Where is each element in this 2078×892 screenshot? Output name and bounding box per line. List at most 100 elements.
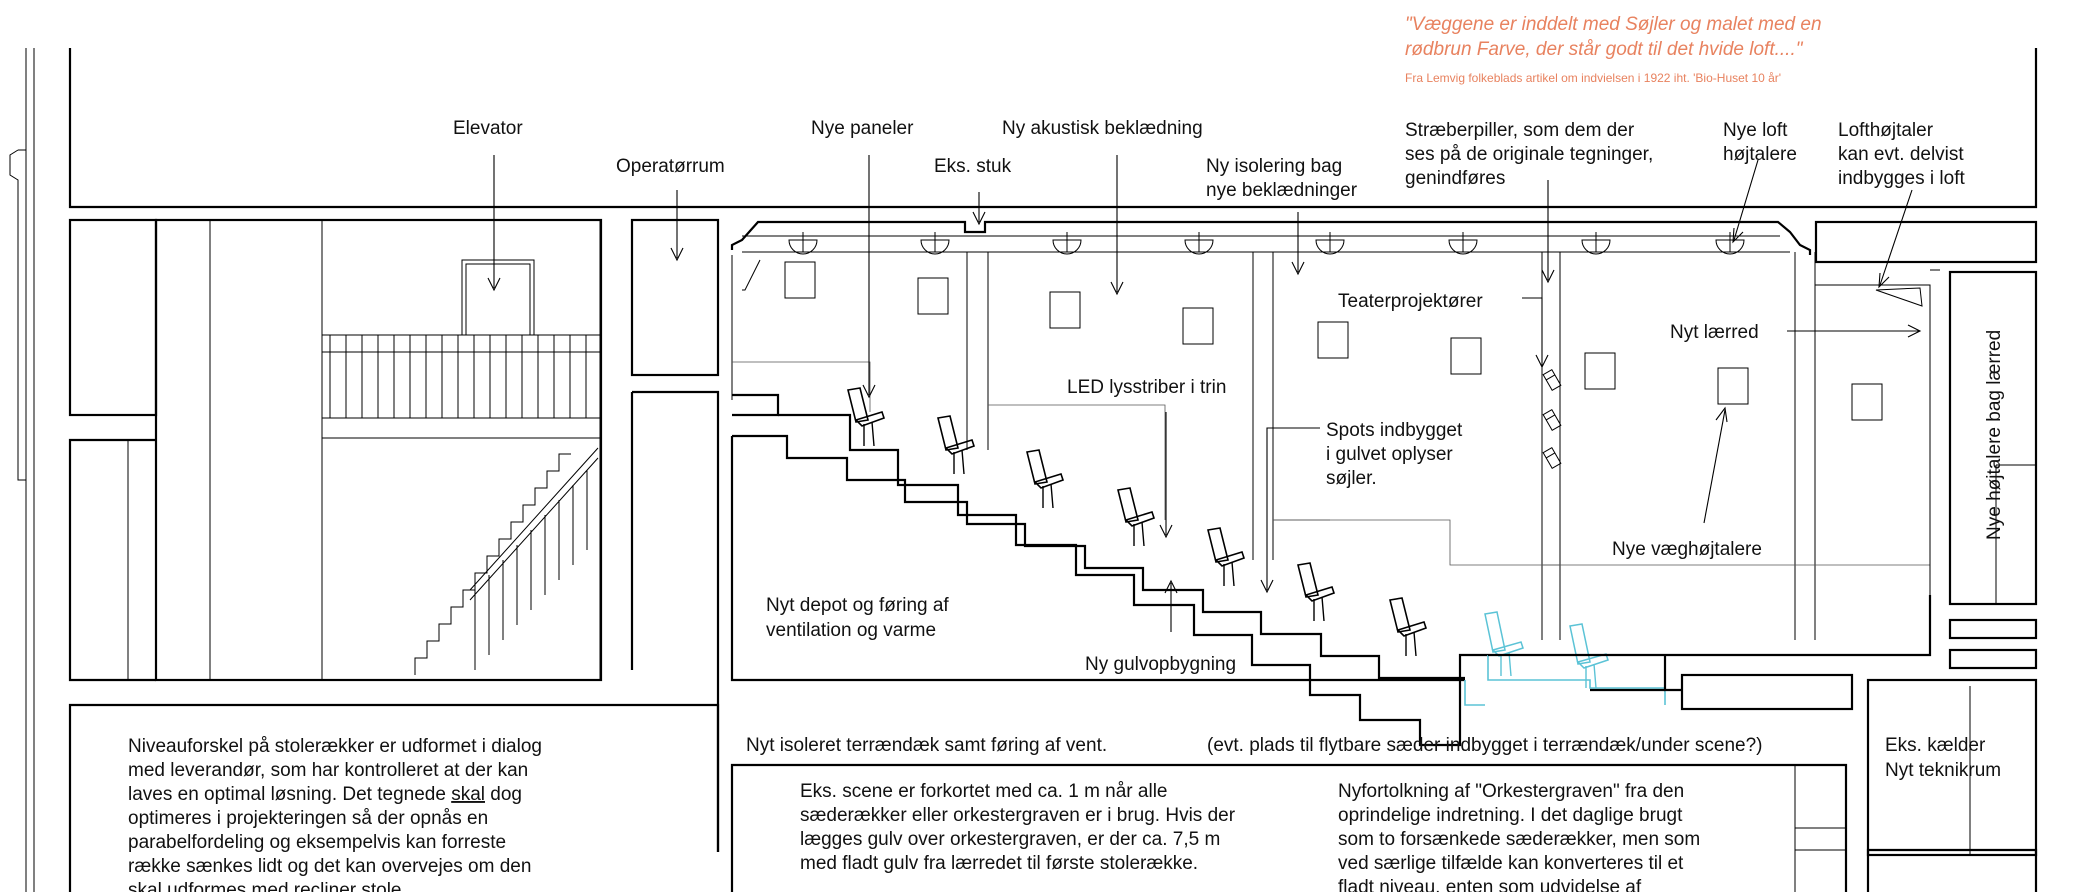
label-straeberpiller-2: ses på de originale tegninger,: [1405, 144, 1653, 165]
wall-panels: [784, 261, 1883, 421]
note-orkester: Nyfortolkning af "Orkestergraven" fra de…: [1338, 781, 1700, 892]
label-spots-3: søjler.: [1326, 468, 1377, 489]
spot-body: [1542, 369, 1562, 391]
label-straeberpiller-1: Stræberpiller, som dem der: [1405, 120, 1635, 141]
wall-panel: [1851, 383, 1883, 421]
auditorium-ceiling: [730, 220, 1812, 400]
stair-handrail: [469, 457, 599, 601]
ceiling-speaker: [788, 239, 818, 255]
seat-back: [1389, 597, 1411, 633]
seat-cushion: [1033, 473, 1065, 489]
wall-panel: [1717, 367, 1749, 405]
spot-line: [1545, 452, 1556, 459]
label-ny-isolering-2: nye beklædninger: [1206, 180, 1358, 201]
seat: [1117, 487, 1156, 547]
seat-legs: [863, 421, 875, 447]
label-gulvopbygning: Ny gulvopbygning: [1085, 654, 1236, 675]
ceiling-speaker: [1315, 239, 1345, 255]
wall-panel: [784, 261, 816, 299]
note-niveau-text: laves en optimal løsning. Det tegnede: [128, 784, 451, 805]
staircase: [414, 447, 599, 675]
note-niveau-line: med leverandør, som har kontrolleret at …: [128, 760, 528, 781]
label-lofthojtaler-1: Lofthøjtaler: [1838, 120, 1934, 141]
ceiling-speaker: [1715, 239, 1745, 255]
label-spots-1: Spots indbygget: [1326, 420, 1463, 441]
annotation-arrows: [487, 155, 1922, 632]
column-spot: [1542, 447, 1562, 469]
spot-body: [1542, 409, 1562, 431]
label-elevator: Elevator: [453, 118, 523, 139]
seat-legs: [1405, 631, 1417, 657]
label-nye-vaeghojtalere: Nye væghøjtalere: [1612, 539, 1762, 560]
note-scene-line: Eks. scene er forkortet med ca. 1 m når …: [800, 781, 1168, 802]
note-orkester-line: fladt niveau, enten som udvidelse af: [1338, 877, 1642, 892]
seat-legs: [953, 449, 965, 475]
stair-steps: [414, 453, 571, 675]
seat-back: [937, 415, 959, 451]
note-niveau-line: Niveauforskel på stolerækker er udformet…: [128, 736, 542, 757]
note-scene: Eks. scene er forkortet med ca. 1 m når …: [800, 781, 1236, 874]
wall-panel: [1450, 337, 1482, 375]
quote-line-2: rødbrun Farve, der står godt til det hvi…: [1405, 39, 1804, 60]
seat: [1207, 527, 1246, 587]
seat-legs: [1042, 483, 1054, 509]
wall-panel: [1317, 321, 1349, 359]
lower-boxes: [68, 703, 1848, 892]
seat-back: [1026, 449, 1048, 485]
label-eks-kaelder-2: Nyt teknikrum: [1885, 760, 2001, 781]
label-nye-hojtalere-bag: Nye højtalere bag lærred: [1984, 330, 2005, 540]
seat-cushion: [1304, 586, 1336, 602]
seat: [847, 387, 886, 447]
seat: [1389, 597, 1428, 657]
column-spotlights: [1542, 369, 1562, 469]
pit-seat-legs: [1585, 663, 1597, 689]
wall-panel: [1182, 307, 1214, 345]
seat: [1297, 562, 1336, 622]
note-niveau-line: laves en optimal løsning. Det tegnede sk…: [128, 784, 522, 805]
label-evt-plads: (evt. plads til flytbare sæder indbygget…: [1207, 735, 1763, 756]
label-lofthojtaler-3: indbygges i loft: [1838, 168, 1965, 189]
quote-source: Fra Lemvig folkeblads artikel om indviel…: [1405, 71, 1781, 85]
stage: [1488, 595, 1932, 711]
seat-cushion: [854, 411, 886, 427]
label-teaterprojektorer: Teaterprojektører: [1338, 291, 1483, 312]
seat: [937, 415, 976, 475]
note-niveau-line: skal udformes med recliner stole: [128, 880, 402, 892]
seats: [847, 387, 1428, 657]
label-nye-paneler: Nye paneler: [811, 118, 914, 139]
ceiling-speaker: [1581, 239, 1611, 255]
pit-seat: [1484, 611, 1524, 677]
label-operatorrum: Operatørrum: [616, 156, 725, 177]
pit-seat-back: [1569, 623, 1591, 665]
note-orkester-line: oprindelige indretning. I det daglige br…: [1338, 805, 1683, 826]
note-orkester-line: Nyfortolkning af "Orkestergraven" fra de…: [1338, 781, 1684, 802]
stair-handrail: [469, 447, 599, 591]
note-orkester-line: ved særlige tilfælde kan konverteres til…: [1338, 853, 1684, 874]
seat-cushion: [944, 439, 976, 455]
seat-back: [1207, 527, 1229, 563]
railing: [329, 335, 587, 418]
note-niveau-line: optimeres i projekteringen så der opnås …: [128, 808, 488, 829]
label-terraendaek: Nyt isoleret terrændæk samt føring af ve…: [746, 735, 1107, 756]
note-scene-line: sæderækker eller orkestergraven er i bru…: [800, 805, 1236, 826]
upper-floor-outline: [68, 48, 2038, 209]
quote-line-1: "Væggene er inddelt med Søjler og malet …: [1405, 14, 1822, 35]
note-niveau-line: parabelfordeling og eksempelvis kan forr…: [128, 832, 506, 853]
screen-speaker-box: [1814, 220, 2038, 670]
pit-seat: [1569, 623, 1609, 689]
seat-legs: [1133, 521, 1145, 547]
label-spots-2: i gulvet oplyser: [1326, 444, 1453, 465]
label-ny-akustisk: Ny akustisk beklædning: [1002, 118, 1203, 139]
wall-panel: [917, 277, 949, 315]
ceiling-speaker: [1052, 239, 1082, 255]
seat-back: [1117, 487, 1139, 523]
cellar: [1866, 678, 2038, 892]
spot-body: [1542, 447, 1562, 469]
ceiling-speakers: [788, 232, 1745, 255]
ceiling-speaker: [1448, 239, 1478, 255]
label-depot-2: ventilation og varme: [766, 620, 936, 641]
label-nye-loft-2: højtalere: [1723, 144, 1797, 165]
seat-cushion: [1124, 511, 1156, 527]
label-lofthojtaler-2: kan evt. delvist: [1838, 144, 1964, 165]
